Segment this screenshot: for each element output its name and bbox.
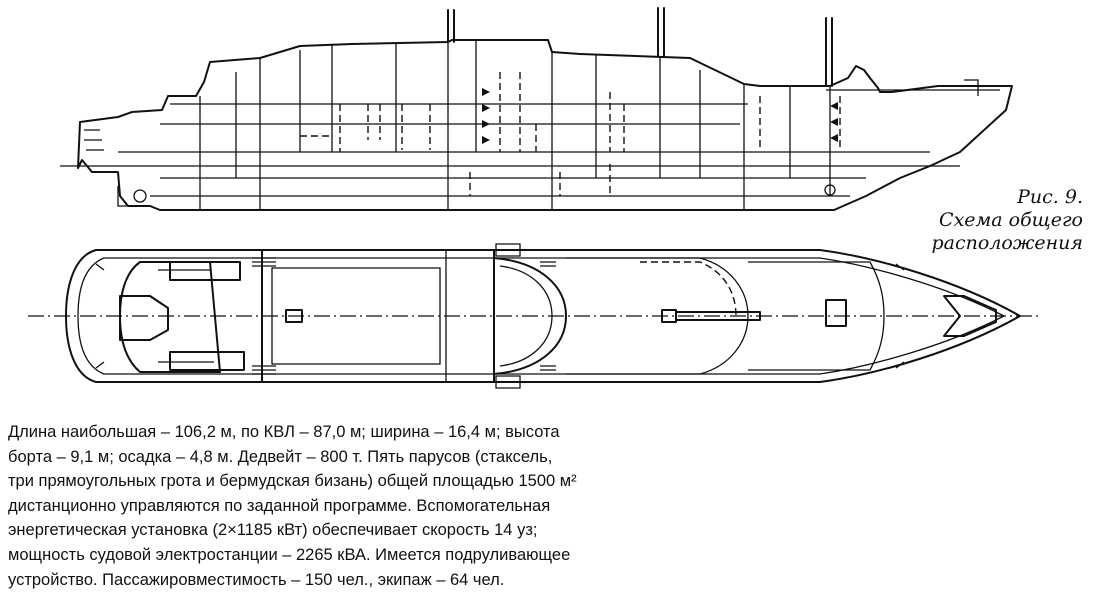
mast-step-fore (285, 309, 303, 323)
description-line: три прямоугольных грота и бермудская биз… (8, 472, 577, 491)
stern-compartments (169, 261, 245, 371)
fore-deck-house (748, 261, 885, 371)
bow-hatch (943, 295, 997, 337)
plan-bulwark-inner (77, 257, 1006, 375)
mast-mizzen (825, 17, 833, 87)
description-line: энергетическая установка (2×1185 кВт) об… (8, 521, 538, 540)
plan-hull-outline (65, 249, 1021, 383)
internal-dashed-lines (300, 72, 841, 196)
stern-platform (84, 129, 104, 151)
rudder-icon (117, 186, 128, 207)
description-line: дистанционно управляются по заданной про… (8, 496, 551, 515)
sail-roller-icons (482, 88, 490, 144)
bridge-wings (495, 243, 521, 389)
mast-step-main (661, 309, 761, 323)
stern-hatch (119, 295, 169, 341)
description-line: устройство. Пассажировместимость – 150 ч… (8, 570, 505, 589)
figure-caption: Рис. 9. Схема общего расположения (883, 186, 1083, 255)
superstructure-roof (271, 267, 441, 365)
plan-view (28, 243, 1040, 389)
description-text: Длина наибольшая – 106,2 м, по КВЛ – 87,… (8, 420, 728, 592)
hull-outline (77, 39, 1013, 211)
superstructure-decks (160, 103, 748, 125)
mast-main (657, 7, 665, 57)
bollards (95, 263, 905, 369)
figure-title-line: расположения (931, 232, 1083, 254)
forward-dashed (640, 261, 737, 317)
bulkheads (199, 40, 831, 210)
bridge-deck-inner (499, 265, 553, 367)
side-elevation-view (60, 7, 1013, 211)
propeller-icon (133, 189, 147, 203)
description-line: мощность судовой электростанции – 2265 к… (8, 545, 571, 564)
lower-decks (150, 177, 866, 197)
thruster-icon (824, 184, 836, 196)
mast-step-mizzen (825, 299, 847, 327)
description-line: Длина наибольшая – 106,2 м, по КВЛ – 87,… (8, 423, 560, 441)
figure-title-line: Схема общего (939, 209, 1083, 231)
mast-fore (447, 9, 455, 43)
figure-number: Рис. 9. (1017, 186, 1083, 208)
ladders (252, 257, 556, 375)
stern-deck-lines (158, 269, 214, 363)
forward-superstructure (566, 257, 749, 375)
main-superstructure (261, 249, 495, 383)
sail-roller-icons-aft (830, 102, 838, 142)
bow-fitting (964, 79, 979, 96)
description-line: борта – 9,1 м; осадка – 4,8 м. Дедвейт –… (8, 447, 553, 466)
bridge-deck-curve (493, 257, 567, 375)
